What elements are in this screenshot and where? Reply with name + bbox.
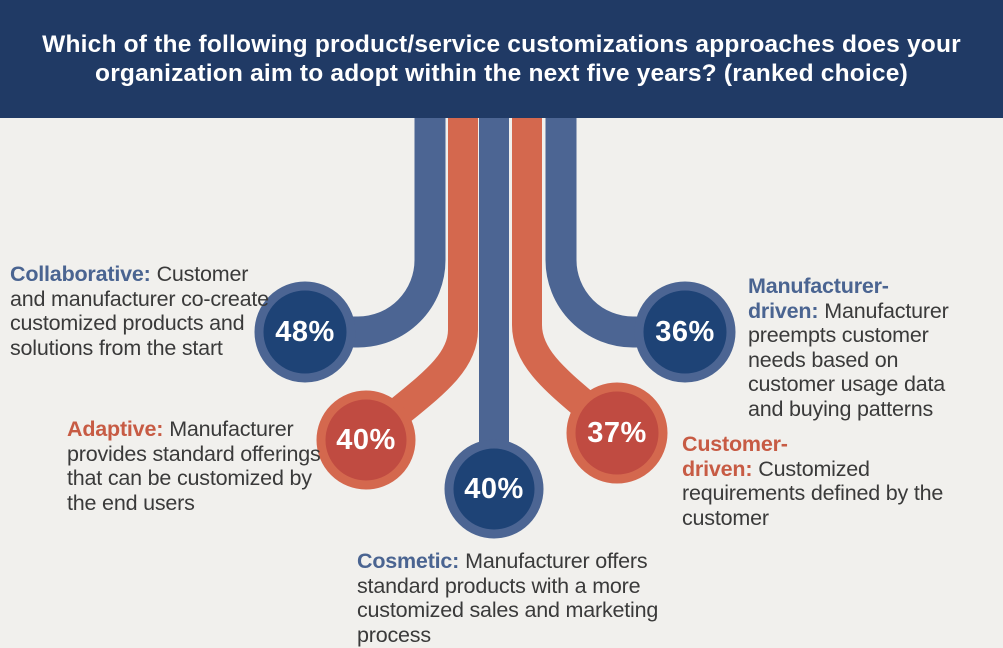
label-collaborative: Collaborative:Customer and manufacturer … [10, 262, 270, 360]
circle-collaborative [254, 281, 356, 383]
term-customer-driven: Customer-driven: [682, 432, 788, 481]
term-adaptive: Adaptive: [67, 417, 164, 441]
value-manufacturer-driven: 36% [655, 316, 715, 348]
desc-customer-driven: Customized requirements defined by the c… [682, 456, 944, 530]
pipes-graphic [254, 118, 736, 539]
label-manufacturer-driven: Manufacturer-driven:Manufacturer preempt… [748, 274, 986, 421]
term-cosmetic: Cosmetic: [357, 549, 460, 573]
value-adaptive: 40% [336, 424, 396, 456]
term-collaborative: Collaborative: [10, 262, 151, 286]
label-cosmetic: Cosmetic:Manufacturer offers standard pr… [357, 549, 669, 647]
desc-manufacturer-driven: Manufacturer preempts customer needs bas… [748, 298, 949, 421]
question-header: Which of the following product/service c… [0, 0, 1003, 118]
label-adaptive: Adaptive:Manufacturer provides standard … [67, 417, 325, 515]
circle-adaptive [316, 390, 416, 490]
pipe-manufacturer-driven [545, 118, 701, 348]
value-cosmetic: 40% [464, 473, 524, 505]
circle-customer-driven [566, 382, 668, 484]
value-customer-driven: 37% [587, 417, 647, 449]
desc-collaborative: Customer and manufacturer co-create cust… [10, 262, 269, 360]
label-customer-driven: Customer-driven:Customized requirements … [682, 432, 948, 530]
infographic-canvas: 48% 40% 40% 37% 36% Collaborative:Custom… [0, 118, 1003, 648]
desc-adaptive: Manufacturer provides standard offerings… [67, 417, 321, 515]
circle-cosmetic [444, 439, 544, 539]
pipe-collaborative [289, 118, 446, 348]
desc-cosmetic: Manufacturer offers standard products wi… [357, 549, 659, 647]
question-title: Which of the following product/service c… [42, 31, 961, 87]
circle-manufacturer-driven [634, 281, 736, 383]
value-collaborative: 48% [275, 316, 335, 348]
term-manufacturer-driven: Manufacturer-driven: [748, 274, 889, 323]
